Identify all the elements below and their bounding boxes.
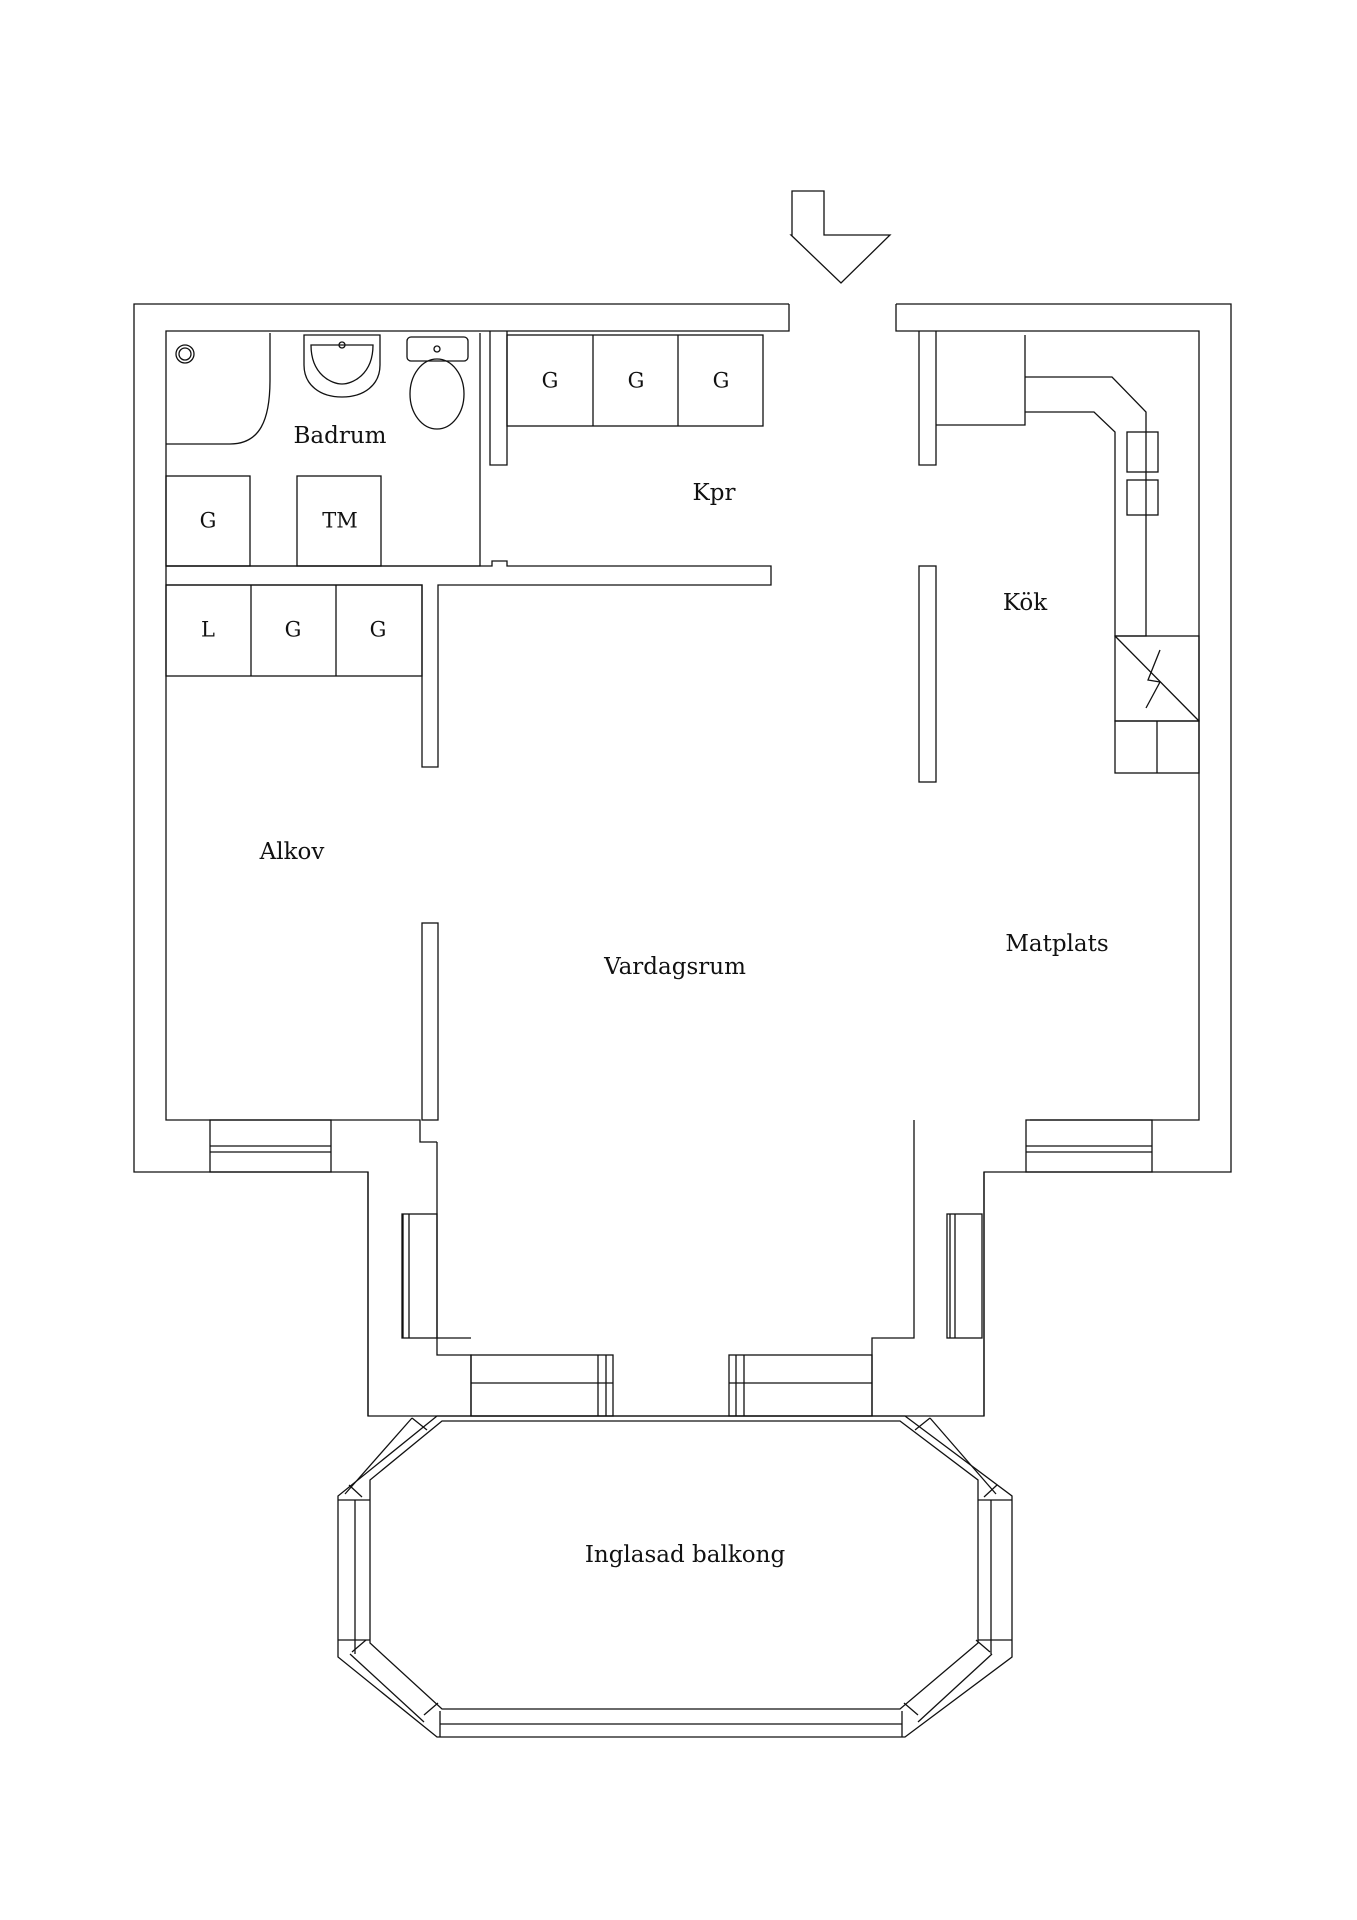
cabinet-label: G [200,509,217,533]
cabinet-label: G [542,369,559,393]
toilet-icon [406,336,469,430]
room-label-badrum: Badrum [294,423,387,449]
window [209,1119,332,1173]
cabinet-label: TM [322,509,358,533]
cabinet-bath-storage: G [165,475,251,567]
room-label-vardagsrum: Vardagsrum [603,954,746,980]
window [728,1354,873,1417]
room-label-kok: Kök [1003,590,1048,616]
bay-walls [367,1120,985,1416]
window [470,1354,614,1417]
cabinet-label: L [201,618,215,642]
hall-wardrobes: G G G [506,334,764,427]
interior-walls [166,331,937,1121]
room-label-kpr: Kpr [693,480,736,506]
window [1025,1119,1153,1173]
entrance-arrow-icon [789,190,892,284]
chimney-icon [1114,635,1200,722]
cabinet-label: G [285,618,302,642]
room-label-balkong: Inglasad balkong [585,1542,786,1568]
kitchen-cabinet [1114,720,1200,774]
glazed-balcony [337,1415,1013,1738]
room-label-matplats: Matplats [1005,931,1108,957]
alcove-closets: L G G [165,584,423,677]
sink-icon [303,334,381,398]
cabinet-washing-machine: TM [296,475,382,567]
cabinet-label: G [370,618,387,642]
window [946,1213,983,1339]
shower-drain-icon [175,344,195,364]
cabinet-label: G [713,369,730,393]
room-label-alkov: Alkov [259,839,325,865]
cabinet-label: G [628,369,645,393]
window [401,1213,438,1339]
